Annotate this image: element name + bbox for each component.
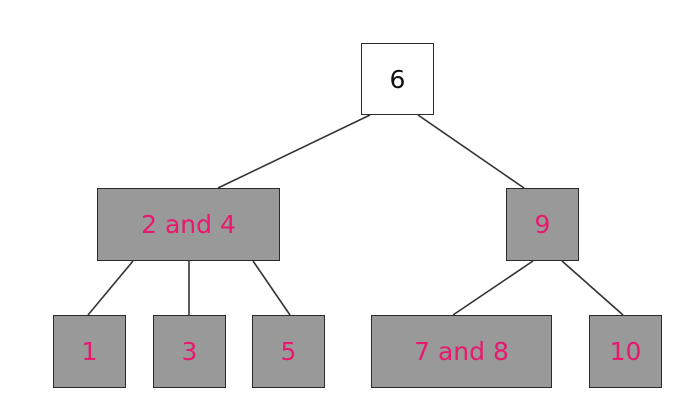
node-key: 2 and 4	[141, 210, 236, 239]
node-key: 1	[81, 337, 98, 366]
tree-leaf-5: 5	[252, 315, 325, 388]
tree-node-root: 6	[361, 43, 434, 115]
tree-leaf-7-and-8: 7 and 8	[371, 315, 552, 388]
tree-node-left: 2 and 4	[97, 188, 280, 261]
tree-leaf-1: 1	[53, 315, 126, 388]
node-key: 5	[280, 337, 297, 366]
edge-left-5	[252, 260, 291, 316]
node-key: 6	[389, 64, 406, 94]
tree-leaf-3: 3	[153, 315, 226, 388]
edge-root-right	[417, 114, 525, 189]
edge-root-left	[217, 114, 371, 189]
edge-left-1	[87, 260, 134, 316]
node-key: 7 and 8	[414, 337, 509, 366]
edge-right-78	[452, 260, 534, 316]
tree-node-right: 9	[506, 188, 579, 261]
tree-leaf-10: 10	[589, 315, 662, 388]
node-key: 9	[534, 210, 551, 239]
node-key: 10	[609, 337, 642, 366]
edge-right-10	[561, 260, 624, 316]
node-key: 3	[181, 337, 198, 366]
